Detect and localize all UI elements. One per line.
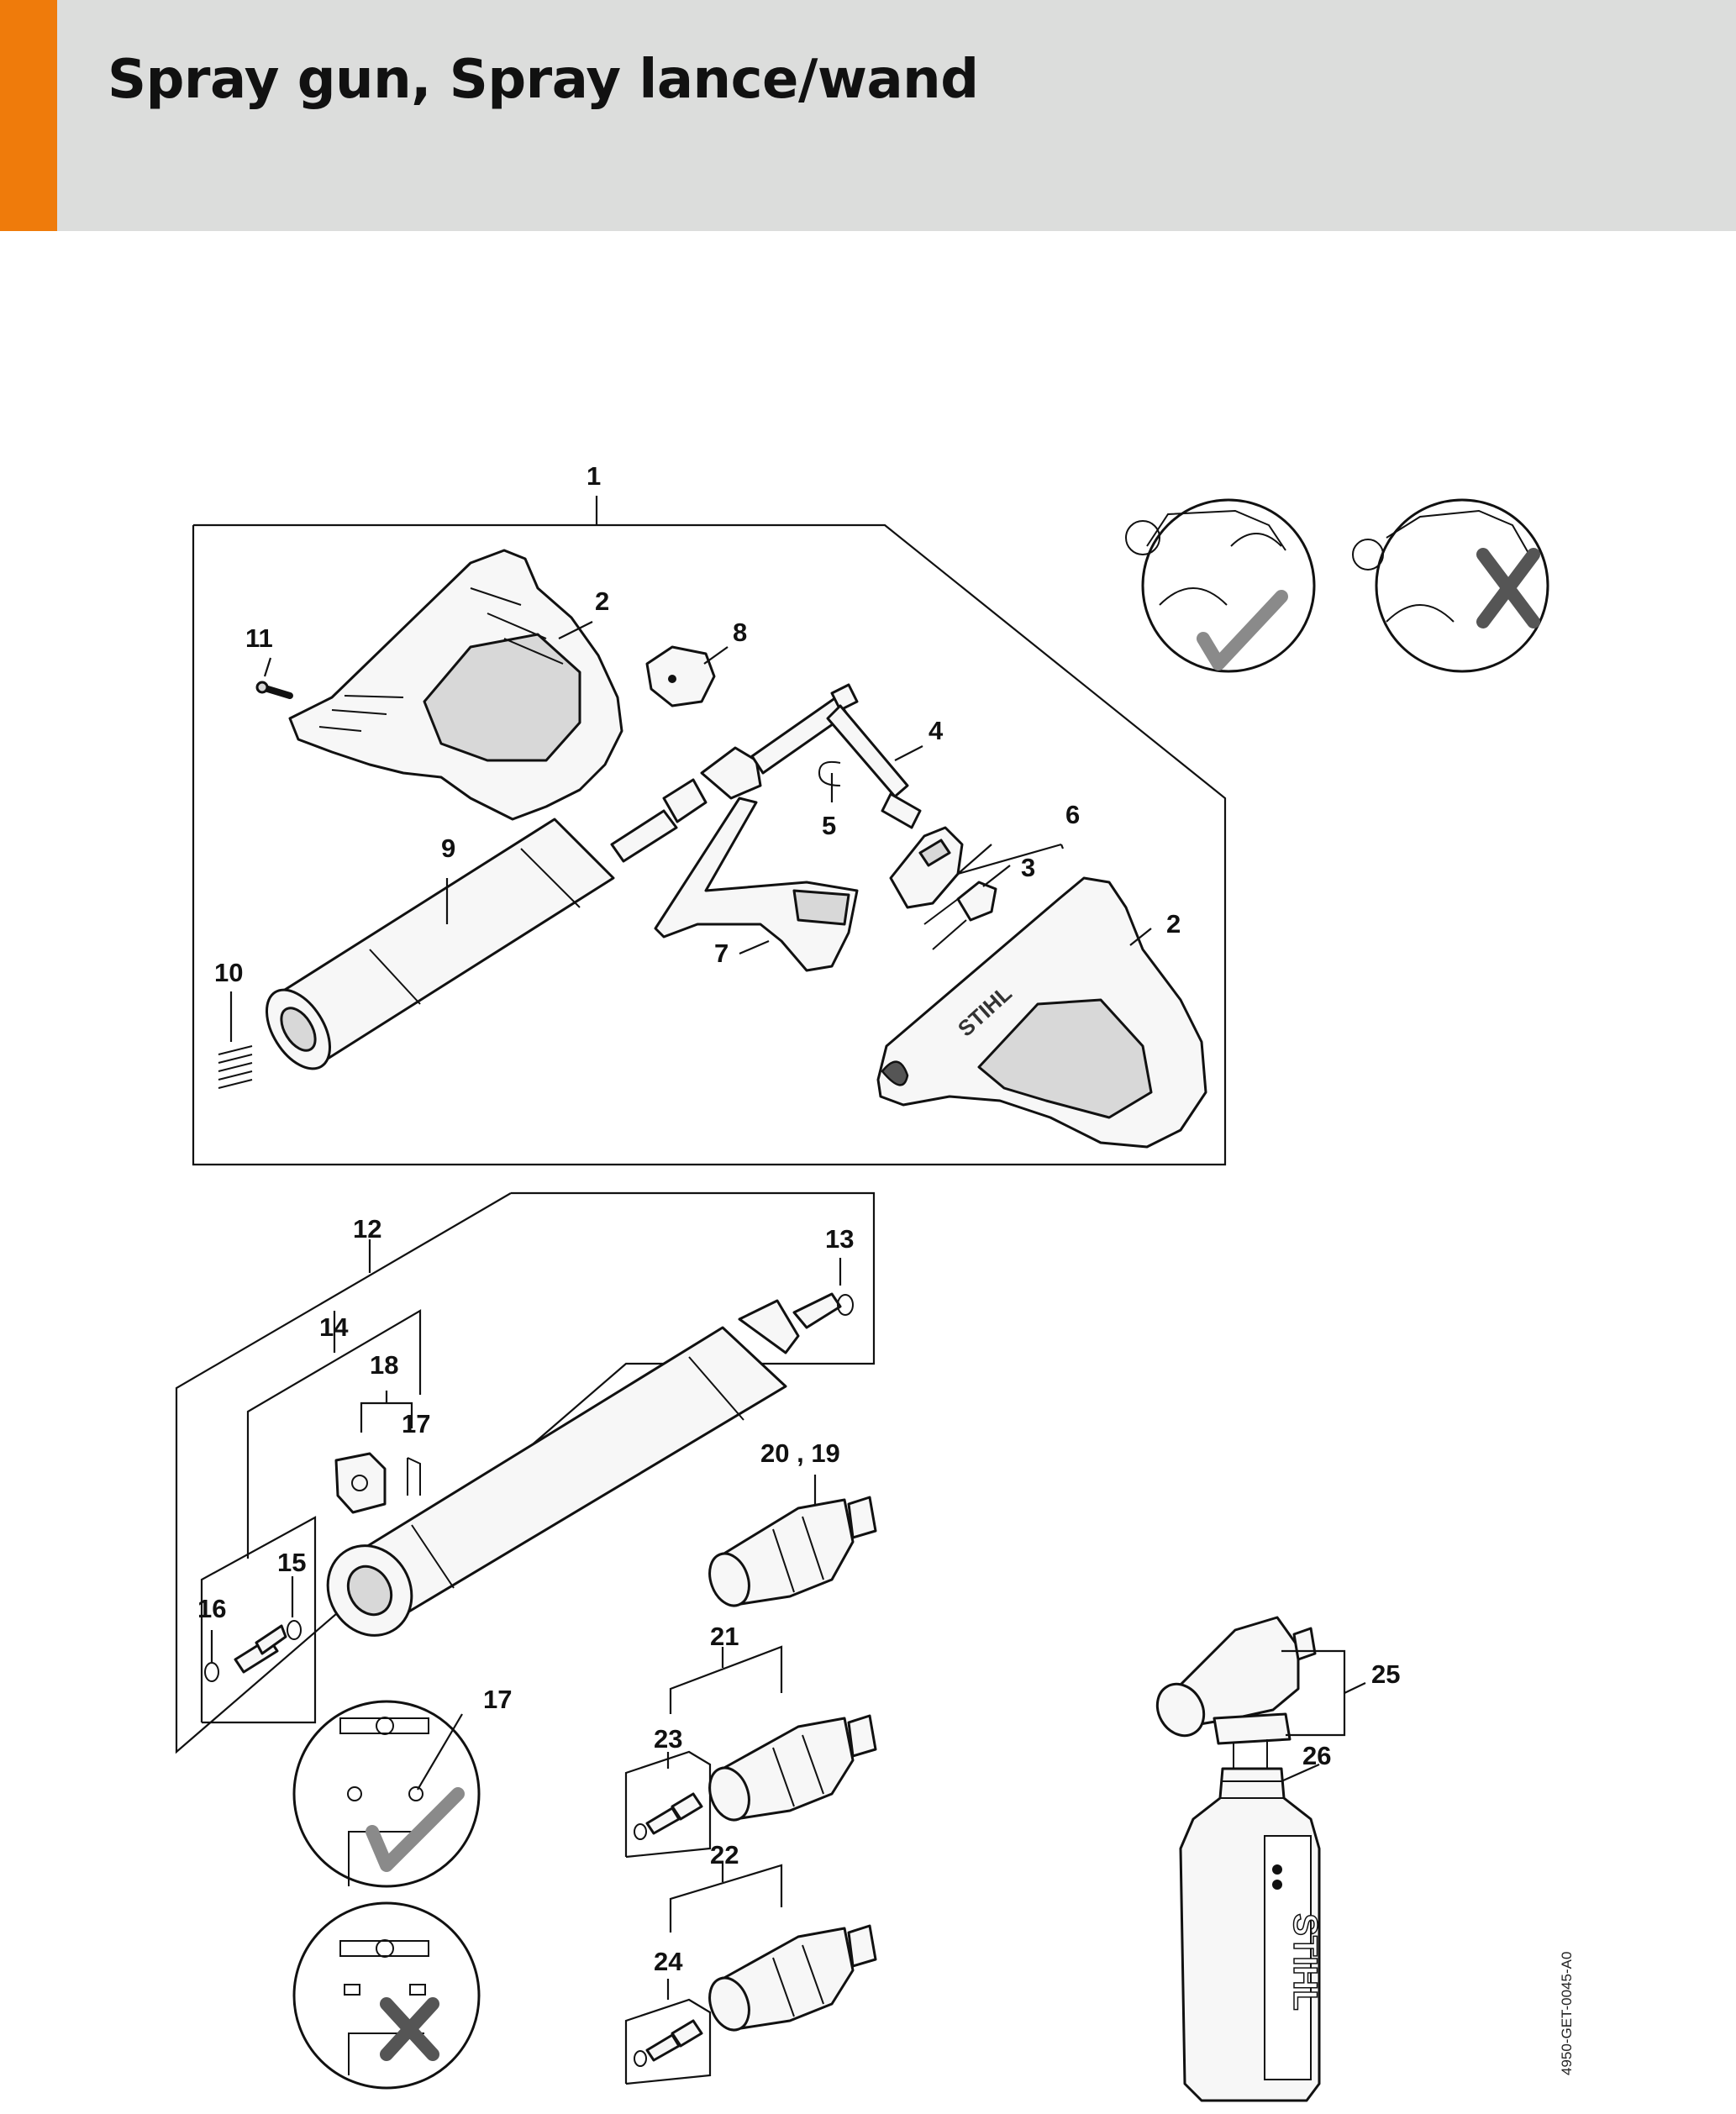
foam-nozzle-head [1155, 1616, 1317, 1770]
callout-21: 21 [710, 1622, 739, 1651]
foam-bottle: STIHL [1179, 1767, 1324, 2102]
callout-17: 17 [402, 1409, 430, 1438]
callout-23: 23 [654, 1724, 682, 1754]
handle-shell-right: STIHL [876, 876, 1207, 1149]
callout-8: 8 [733, 618, 747, 647]
detail-incorrect-assembly [1352, 498, 1549, 673]
retaining-pin [407, 1457, 421, 1496]
detail-incorrect-clip [292, 1901, 481, 2090]
callout-12: 12 [353, 1214, 381, 1244]
valve-insert [923, 881, 997, 950]
callout-leaders-bottle [1281, 1649, 1366, 1783]
rotary-nozzle [708, 1496, 877, 1607]
header-band [0, 0, 1736, 231]
callout-1: 1 [587, 461, 601, 491]
pipe-assembly [700, 683, 922, 829]
document-id: 4950-GET-0045-A0 [1559, 1952, 1575, 2075]
nozzle-insert [204, 1620, 302, 1682]
callout-leaders-group1 [229, 621, 1152, 1042]
callout-leaders-group12 [210, 1258, 842, 2000]
callout-26: 26 [1302, 1741, 1331, 1770]
callout-13: 13 [825, 1224, 854, 1254]
detail-correct-clip [292, 1700, 481, 1888]
cross-mark-icon [1476, 548, 1540, 628]
valve-body [889, 826, 964, 909]
retaining-holder [334, 1452, 387, 1514]
lance-tube [265, 778, 708, 1070]
spray-gun-group-frame [192, 496, 1227, 1166]
nozzle-insert-24 [624, 1998, 712, 2085]
callout-20-19: 20 , 19 [760, 1438, 840, 1468]
spring [218, 1045, 253, 1089]
callout-11: 11 [245, 623, 273, 653]
detail-correct-assembly [1125, 498, 1316, 673]
callout-16: 16 [197, 1594, 226, 1623]
cross-mark-icon [380, 1997, 439, 2061]
callout-4: 4 [928, 716, 944, 745]
callout-25: 25 [1371, 1659, 1400, 1689]
point-nozzle [708, 1924, 877, 2032]
callout-18: 18 [370, 1350, 398, 1380]
trigger [654, 797, 859, 972]
callout-7: 7 [714, 939, 729, 968]
page-title: Spray gun, Spray lance/wand [108, 49, 979, 111]
check-mark-icon [1197, 590, 1288, 670]
callout-17: 17 [483, 1685, 512, 1714]
spray-lance-group-frame [175, 1191, 876, 1754]
screw [255, 681, 293, 699]
callout-9: 9 [441, 834, 455, 863]
brand-mark: STIHL [1286, 1913, 1323, 2011]
callout-3: 3 [1021, 853, 1035, 882]
callout-15: 15 [277, 1548, 306, 1577]
retaining-clip [818, 760, 841, 786]
trigger-lock-clip [645, 645, 716, 707]
fan-nozzle [708, 1714, 877, 1822]
handle-shell-left [288, 549, 623, 821]
callout-14: 14 [319, 1312, 349, 1342]
header-accent-bar [0, 0, 57, 231]
callout-2: 2 [595, 586, 609, 616]
callout-5: 5 [822, 811, 836, 840]
callout-6: 6 [1065, 800, 1080, 829]
callout-24: 24 [654, 1947, 683, 1976]
spray-wand [326, 1292, 854, 1637]
callout-2: 2 [1166, 909, 1181, 939]
check-mark-icon [366, 1787, 465, 1872]
callout-10: 10 [214, 958, 243, 987]
callout-22: 22 [710, 1840, 739, 1869]
nozzle-insert-23 [624, 1750, 712, 1859]
